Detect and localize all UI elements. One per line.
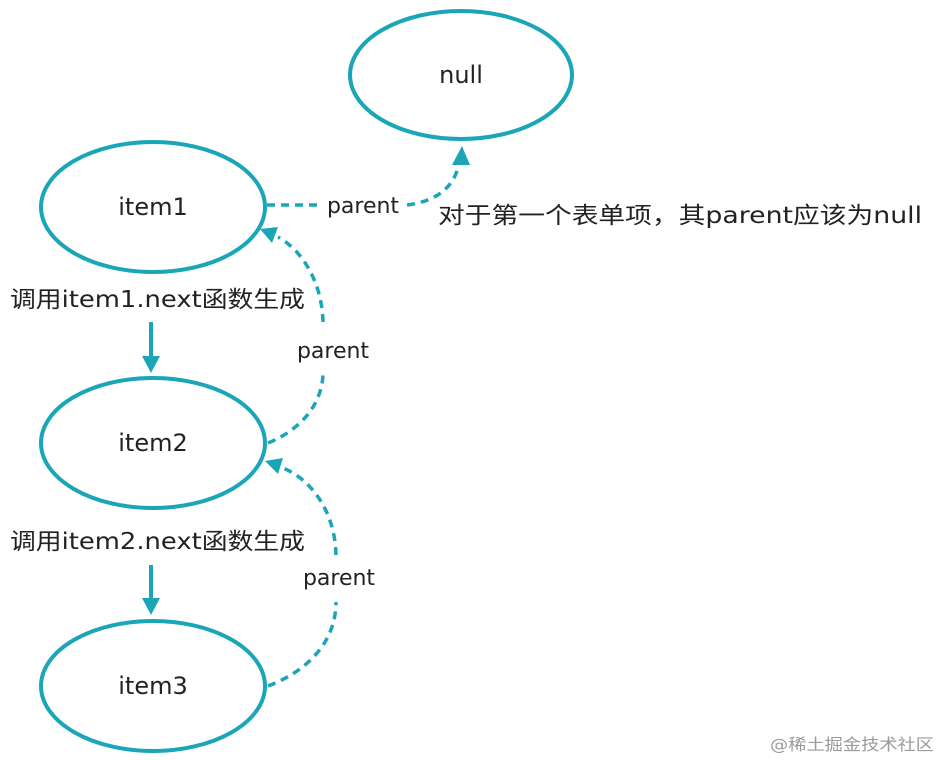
node-null: null [348, 9, 574, 141]
edge-item2-parent-label: parent [297, 339, 369, 364]
edge-item2-parent-item1: parent [260, 227, 369, 445]
edge-item2-parent-arrowhead [260, 227, 278, 243]
edge-item1-to-item2: 调用item1.next函数生成 [10, 287, 305, 373]
edge-item3-parent-line-a [267, 601, 338, 688]
edge-item1-parent-line-b [406, 162, 461, 207]
edge-item2-parent-line-a [267, 373, 325, 445]
node-item2-label: item2 [118, 429, 188, 457]
edge-item3-parent-label: parent [303, 566, 375, 591]
node-item2-ellipse [39, 376, 267, 510]
node-item2: item2 [39, 376, 267, 510]
node-item1-ellipse [39, 140, 267, 274]
edge-item2-next-arrowhead [142, 598, 160, 615]
edge-item2-to-item3: 调用item2.next函数生成 [10, 529, 305, 615]
node-item1: item1 [39, 140, 267, 274]
node-item1-label: item1 [118, 193, 188, 221]
node-item3: item3 [39, 619, 267, 753]
edge-item1-parent-arrowhead [452, 146, 470, 165]
edge-item1-parent-null: parent [267, 146, 470, 219]
node-item3-label: item3 [118, 672, 188, 700]
edge-item3-parent-arrowhead [265, 458, 283, 474]
edge-item1-next-label: 调用item1.next函数生成 [10, 287, 305, 313]
edge-item3-parent-item2: parent [265, 458, 375, 688]
edge-item1-next-arrowhead [142, 356, 160, 373]
annotation-first-item-parent-null: 对于第一个表单项，其parent应该为null [438, 203, 922, 229]
edge-item1-parent-label: parent [327, 194, 399, 219]
watermark: @稀土掘金技术社区 [770, 735, 934, 754]
edge-item2-parent-line-b [277, 235, 325, 323]
edge-item2-next-label: 调用item2.next函数生成 [10, 529, 305, 555]
node-item3-ellipse [39, 619, 267, 753]
node-null-ellipse [348, 9, 574, 141]
edge-item3-parent-line-b [282, 466, 338, 556]
node-null-label: null [439, 61, 483, 89]
